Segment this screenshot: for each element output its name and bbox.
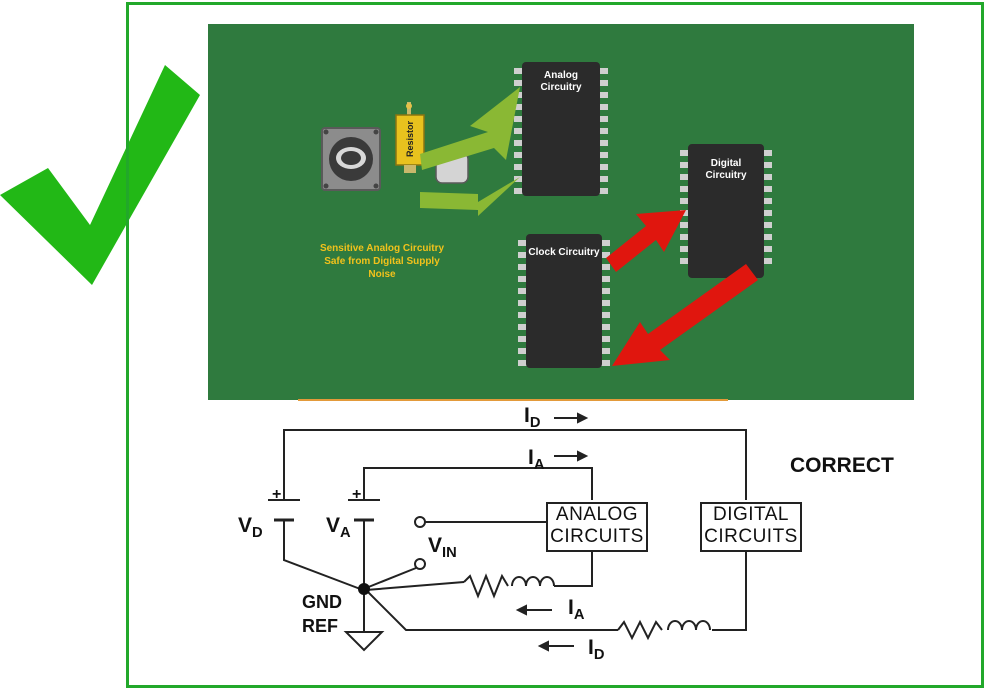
ia-subscript: A (533, 457, 545, 474)
vin-letter: V (428, 534, 443, 557)
correct-title: CORRECT (790, 454, 894, 477)
va-subscript: A (340, 525, 351, 542)
analog-box-line-1: ANALOG (555, 504, 639, 525)
digital-chip-pins (680, 150, 772, 264)
pcb-graphics (321, 62, 772, 368)
vd-label: VD (238, 514, 263, 541)
current-ia-top-label: IA (528, 446, 544, 473)
pcb-edge (298, 399, 728, 401)
gnd-text: GND (302, 592, 342, 612)
note-line-2: Safe from Digital Supply (324, 256, 440, 267)
vd-plus: + (272, 486, 282, 503)
note-line-1: Sensitive Analog Circuitry (319, 243, 445, 254)
resistor-label: Resistor (405, 121, 415, 158)
checkmark-icon (0, 65, 200, 285)
id-subscript: D (593, 647, 605, 664)
id-subscript: D (529, 415, 541, 432)
digital-circuits-box: DIGITAL CIRCUITS (700, 502, 802, 552)
id-letter: I (524, 404, 530, 427)
clock-chip-text: Clock Circuitry (528, 247, 600, 258)
ia-letter: I (568, 596, 574, 619)
current-ia-bottom-label: IA (568, 596, 584, 623)
ia-letter: I (528, 446, 534, 469)
analog-chip-pins (514, 68, 608, 194)
content-frame (126, 2, 984, 688)
va-plus: + (352, 486, 362, 503)
digital-box-line-2: CIRCUITS (704, 526, 798, 547)
vd-letter: V (238, 514, 253, 537)
gnd-ref-label: GND REF (302, 590, 342, 638)
analog-chip-text: Analog Circuitry (540, 70, 582, 93)
green-arrow-icon (420, 177, 520, 216)
analog-safety-note: Sensitive Analog Circuitry Safe from Dig… (292, 242, 472, 281)
red-arrow-icon (606, 210, 686, 272)
clock-chip (526, 234, 602, 368)
va-letter: V (326, 514, 341, 537)
digital-chip-label: Digital Circuitry (690, 158, 762, 182)
analog-chip-label: Analog Circuitry (526, 70, 596, 94)
note-line-3: Noise (368, 269, 396, 280)
ia-subscript: A (573, 607, 585, 624)
ground-junction (358, 583, 370, 595)
vin-label: VIN (428, 534, 457, 561)
schematic-wires (268, 412, 747, 652)
grounding-schematic: ID IA IA ID + + VD VA VIN GND REF ANALOG… (208, 400, 914, 686)
clock-chip-pins (518, 240, 610, 366)
ref-text: REF (302, 616, 338, 636)
id-letter: I (588, 636, 594, 659)
current-id-top-label: ID (524, 404, 540, 431)
vd-subscript: D (252, 525, 263, 542)
vin-subscript: IN (442, 545, 457, 562)
analog-circuits-box: ANALOG CIRCUITS (546, 502, 648, 552)
resistor-icon (395, 102, 425, 173)
va-label: VA (326, 514, 351, 541)
analog-chip (522, 62, 600, 196)
potentiometer-icon (321, 127, 381, 191)
current-id-bottom-label: ID (588, 636, 604, 663)
red-arrow-icon (612, 264, 758, 366)
pcb-board: Analog Circuitry Clock Circuitry Digital… (208, 24, 914, 400)
digital-box-line-1: DIGITAL (713, 504, 789, 525)
clock-chip-label: Clock Circuitry (528, 247, 600, 259)
digital-chip (688, 144, 764, 278)
digital-chip-text: Digital Circuitry (705, 158, 747, 181)
green-arrow-icon (420, 87, 520, 170)
analog-box-line-2: CIRCUITS (550, 526, 644, 547)
